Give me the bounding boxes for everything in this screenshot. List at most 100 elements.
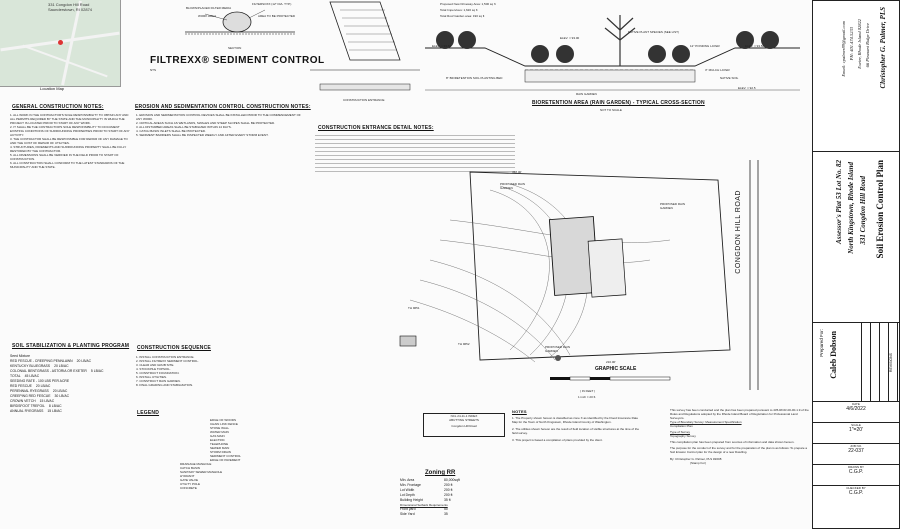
client-name: Caleb Dobson xyxy=(829,331,838,379)
legend-list: EDGE OF WOODS CHAIN LINK FENCE STONE WAL… xyxy=(140,418,260,528)
dim-bottom: 210.00' xyxy=(606,360,616,364)
general-note: 2. IT SHALL BE THE CONTRACTOR'S SOLE RES… xyxy=(10,125,130,137)
legend-item: SEWER MAIN xyxy=(210,446,230,450)
legend-item: HYDRANT xyxy=(180,474,195,478)
notes-list: 1. The Property shown hereon is classifi… xyxy=(512,416,642,496)
soil-stabilization-title: SOIL STABILIZATION & PLANTING PROGRAM xyxy=(12,343,130,349)
filtrexx-nts: NTS xyxy=(150,68,156,72)
bio-note-3: Total Roof Garden area: 190 sq ft xyxy=(440,14,485,18)
scale-note: ( IN FEET ) xyxy=(580,389,596,393)
surveyor-block: Christopher G. Palmer, PLS 66 Pleasant R… xyxy=(813,1,899,152)
legend-item: STORM DRAIN xyxy=(210,450,231,454)
client-block: Prepared For: Caleb Dobson REVISIONS xyxy=(813,323,899,402)
job-cell: JOB NO. 22-037 xyxy=(813,444,899,465)
general-notes-list: 1. ALL WORK IN THE CONTRACTOR'S SOLE RES… xyxy=(10,113,130,338)
surveyor-name: Christopher G. Palmer, PLS xyxy=(879,7,887,89)
plan-lot: Assessor's Plat 53 Lot No. 82 xyxy=(835,160,843,245)
sequence-step: 4. STOCKPILE TOPSOIL. xyxy=(136,367,171,371)
bioretention-title: BIORETENTION AREA (RAIN GARDEN) - TYPICA… xyxy=(532,100,705,106)
setback-title: Dimensional Setback Requirements xyxy=(400,503,448,507)
location-pin-icon xyxy=(58,40,63,45)
plan-town: North Kingstown, Rhode Island xyxy=(847,162,855,254)
construction-entrance-notes-title: CONSTRUCTION ENTRANCE DETAIL NOTES: xyxy=(318,125,434,131)
index-value: Congdon Hill Road xyxy=(451,424,477,428)
filtrexx-label-soxx: FILTERSOXX (12" DIA. TYP.) xyxy=(252,2,292,6)
soil-stabilization-table: Seed Mixture RED FESCUE - CREEPING PENNL… xyxy=(10,354,130,526)
erosion-note: 1. EROSION AND SEDIMENTATION CONTROL DEV… xyxy=(136,113,301,121)
construction-entrance-notes-text xyxy=(315,132,515,174)
drawn-cell: DRAWN BY C.G.P. xyxy=(813,465,899,486)
graphic-scale-title: GRAPHIC SCALE xyxy=(595,366,637,372)
survey-note: The purpose for the conduct of the surve… xyxy=(670,446,808,454)
sequence-step: 7. CONSTRUCT RAIN GARDEN. xyxy=(136,379,181,383)
bioretention-nts: NOT TO SCALE xyxy=(600,108,622,112)
legend-item: CATCH BASIN xyxy=(180,466,200,470)
construction-sequence-title: CONSTRUCTION SEQUENCE xyxy=(137,345,211,351)
construction-entrance-drawing xyxy=(310,1,420,91)
surveyor-phone: PH: 401.474.5233 xyxy=(849,27,854,61)
bio-planting-bed: 8" BIORETENTION SOIL PLANTING BED xyxy=(446,76,503,80)
sequence-step: 3. CLEAR AND GRUB SITE. xyxy=(136,363,175,367)
bio-elev-3: ELEV. = 92.5 xyxy=(738,86,756,90)
bio-rain-garden: RAIN GARDEN xyxy=(576,92,597,96)
bio-mulch: 3" MULCH LAYER xyxy=(705,68,730,72)
survey-stamp: (Stamp For) xyxy=(690,461,707,465)
construction-sequence-list: 1. INSTALL CONSTRUCTION ENTRANCE. 2. INS… xyxy=(136,355,306,410)
bio-note-1: Proposed New Driveway Area: 1,500 sq ft xyxy=(440,2,496,6)
job-value: 22-037 xyxy=(848,448,864,454)
date-cell: DATE 4/6/2022 xyxy=(813,402,899,423)
construction-entrance-label: CONSTRUCTION ENTRANCE xyxy=(343,98,385,102)
filtrexx-label-media: BLOWN/PLACED FILTER MEDIA xyxy=(186,6,232,10)
bio-native-plant: NATIVE PLANT SPECIES (SEE LIST) xyxy=(628,30,679,34)
zoning-title: Zoning RR xyxy=(425,470,456,476)
test-hole-2: TH 9652 xyxy=(458,342,470,346)
filtrexx-section: SECTION xyxy=(228,46,242,50)
plan-address: 331 Congdon Hill Road xyxy=(859,176,867,245)
sequence-step: 2. INSTALL FILTREXX SEDIMENT CONTROL. xyxy=(136,359,199,363)
survey-notes: This survey has been conducted and the p… xyxy=(670,408,810,528)
erosion-note: 4. CATCH BASIN INLETS SHALL BE PROTECTED… xyxy=(136,129,206,133)
filtrexx-label-area: AREA TO BE PROTECTED xyxy=(258,14,296,18)
note-item: 3. This project is based a compilation o… xyxy=(512,438,603,442)
survey-note: Topography Survey xyxy=(670,434,696,438)
map-address: 331 Congdon Hill Road Saunderstown, RI 0… xyxy=(48,2,93,12)
bio-note-2: Total Impervious: 1,620 sq ft xyxy=(440,8,478,12)
legend-item: SEDIMENT CONTROL xyxy=(210,454,241,458)
rain-garden-label-1: PROPOSED RAIN GARDEN xyxy=(500,182,526,190)
filtrexx-title: FILTREXX® SEDIMENT CONTROL xyxy=(150,55,325,66)
filtrexx-label-work: WORK AREA xyxy=(198,14,217,18)
plan-title-block: Soil Erosion Control Plan 331 Congdon Hi… xyxy=(813,152,899,323)
date-value: 4/6/2022 xyxy=(846,406,866,412)
index-box: NCL 24-11-1 INDEX ABUTTING STREETS Congd… xyxy=(423,413,505,437)
legend-item: UTILITY POLE xyxy=(180,482,200,486)
survey-note: Type of Boundary Survey: Measurement Spe… xyxy=(670,420,742,424)
general-note: 5. ALL DIMENSIONS SHALL BE VERIFIED IN T… xyxy=(10,153,119,161)
scale-value: 1"=20' xyxy=(849,427,863,433)
legend-item: CHAIN LINK FENCE xyxy=(210,422,238,426)
survey-note: This compilation plan has been prepared … xyxy=(670,440,795,444)
erosion-notes-title: EROSION AND SEDIMENTATION CONTROL CONSTR… xyxy=(135,104,311,110)
bioretention-section-drawing xyxy=(425,15,800,91)
erosion-note: 5. SEDIMENT BARRIERS SHALL BE INSPECTED … xyxy=(136,133,269,137)
site-plan-drawing xyxy=(399,160,759,390)
seed-row: Seed Mixture xyxy=(10,354,30,358)
prepared-for-label: Prepared For: xyxy=(819,329,824,357)
legend-item: EDGE OF WOODS xyxy=(210,418,237,422)
plan-title: Soil Erosion Control Plan xyxy=(875,160,885,259)
legend-item: WATER MAIN xyxy=(210,430,229,434)
rain-garden-label-2: PROPOSED RAIN GARDEN xyxy=(660,202,686,210)
map-caption: Location Map xyxy=(40,86,65,91)
